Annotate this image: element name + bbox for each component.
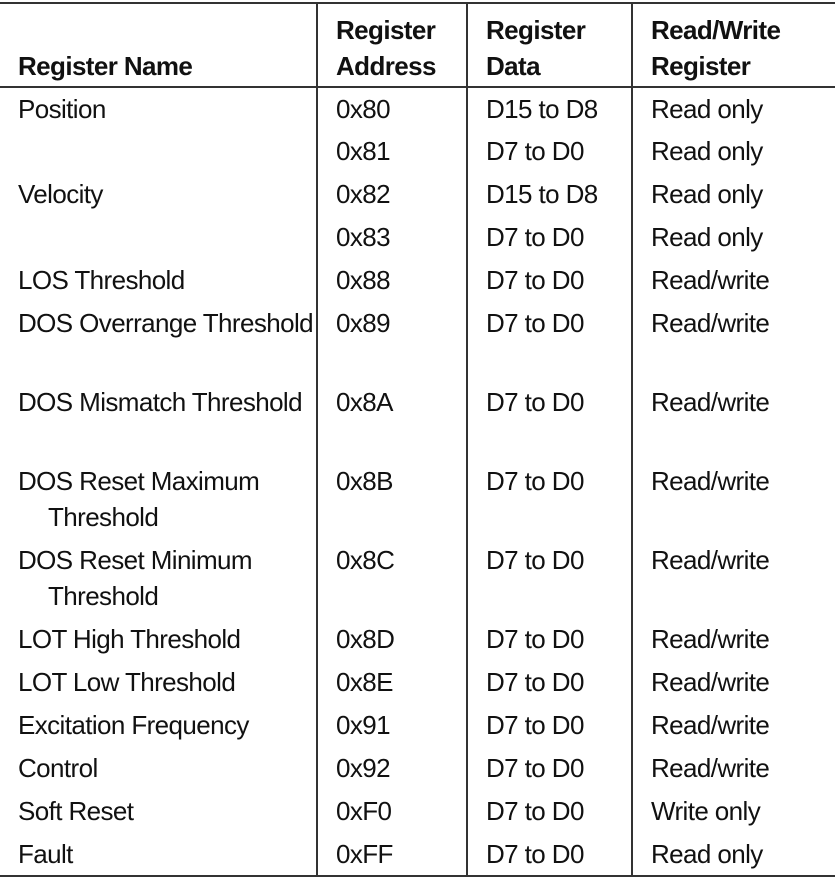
header-register-data: Register Data xyxy=(466,3,632,88)
register-data-cell: D7 to D0 xyxy=(466,130,632,173)
register-name-cell: Velocity xyxy=(18,179,103,209)
read-write-cell: Read only xyxy=(631,130,835,173)
register-data-cell: D7 to D0 xyxy=(466,790,632,833)
register-data-cell: D7 to D0 xyxy=(466,460,632,539)
read-write-cell: Read/write xyxy=(631,704,835,747)
register-name-cell xyxy=(0,130,317,173)
header-register-address: Register Address xyxy=(316,3,467,88)
read-write-cell: Read/write xyxy=(631,460,835,539)
register-name-cell: LOT High Threshold xyxy=(18,624,241,654)
header-register-name: Register Name xyxy=(0,3,317,88)
register-data-cell: D15 to D8 xyxy=(466,87,632,130)
register-name-cell: Soft Reset xyxy=(18,796,134,826)
register-address-cell: 0x8E xyxy=(316,661,467,704)
register-address-cell: 0x89 xyxy=(316,302,467,381)
register-address-cell: 0xF0 xyxy=(316,790,467,833)
read-write-cell: Read/write xyxy=(631,661,835,704)
header-row: Register Name Register Address Register … xyxy=(0,3,835,88)
read-write-cell: Read/write xyxy=(631,302,835,381)
header-read-write: Read/Write Register xyxy=(631,3,835,88)
read-write-cell: Read/write xyxy=(631,747,835,790)
read-write-cell: Read/write xyxy=(631,618,835,661)
register-address-cell: 0x8A xyxy=(316,381,467,460)
register-name-cell: DOS Reset Maximum Threshold xyxy=(18,466,260,532)
read-write-cell: Read only xyxy=(631,173,835,216)
register-data-cell: D7 to D0 xyxy=(466,302,632,381)
register-address-cell: 0x88 xyxy=(316,259,467,302)
register-address-cell: 0x91 xyxy=(316,704,467,747)
register-data-cell: D15 to D8 xyxy=(466,173,632,216)
register-data-cell: D7 to D0 xyxy=(466,381,632,460)
register-name-cell: DOS Reset Minimum Threshold xyxy=(18,545,253,611)
register-address-cell: 0x8B xyxy=(316,460,467,539)
register-name-cell: Fault xyxy=(18,839,73,869)
register-name-cell: Position xyxy=(18,94,106,124)
register-address-cell: 0x83 xyxy=(316,216,467,259)
register-name-cell: DOS Mismatch Threshold xyxy=(18,387,303,417)
register-address-cell: 0x80 xyxy=(316,87,467,130)
register-name-cell: LOS Threshold xyxy=(18,265,185,295)
register-address-cell: 0x82 xyxy=(316,173,467,216)
register-data-cell: D7 to D0 xyxy=(466,747,632,790)
register-data-cell: D7 to D0 xyxy=(466,618,632,661)
register-address-cell: 0xFF xyxy=(316,833,467,876)
register-address-cell: 0x8C xyxy=(316,539,467,618)
register-name-cell: Excitation Frequency xyxy=(18,710,249,740)
read-write-cell: Read/write xyxy=(631,539,835,618)
register-data-cell: D7 to D0 xyxy=(466,704,632,747)
register-name-cell: Control xyxy=(18,753,98,783)
register-name-cell xyxy=(0,216,317,259)
register-address-cell: 0x92 xyxy=(316,747,467,790)
register-address-cell: 0x81 xyxy=(316,130,467,173)
register-data-cell: D7 to D0 xyxy=(466,216,632,259)
read-write-cell: Read only xyxy=(631,216,835,259)
register-data-cell: D7 to D0 xyxy=(466,539,632,618)
read-write-cell: Read only xyxy=(631,87,835,130)
read-write-cell: Read/write xyxy=(631,381,835,460)
register-address-cell: 0x8D xyxy=(316,618,467,661)
register-data-cell: D7 to D0 xyxy=(466,259,632,302)
read-write-cell: Read/write xyxy=(631,259,835,302)
read-write-cell: Write only xyxy=(631,790,835,833)
register-data-cell: D7 to D0 xyxy=(466,833,632,876)
register-data-cell: D7 to D0 xyxy=(466,661,632,704)
read-write-cell: Read only xyxy=(631,833,835,876)
register-name-cell: DOS Overrange Threshold xyxy=(18,308,314,338)
register-name-cell: LOT Low Threshold xyxy=(18,667,236,697)
